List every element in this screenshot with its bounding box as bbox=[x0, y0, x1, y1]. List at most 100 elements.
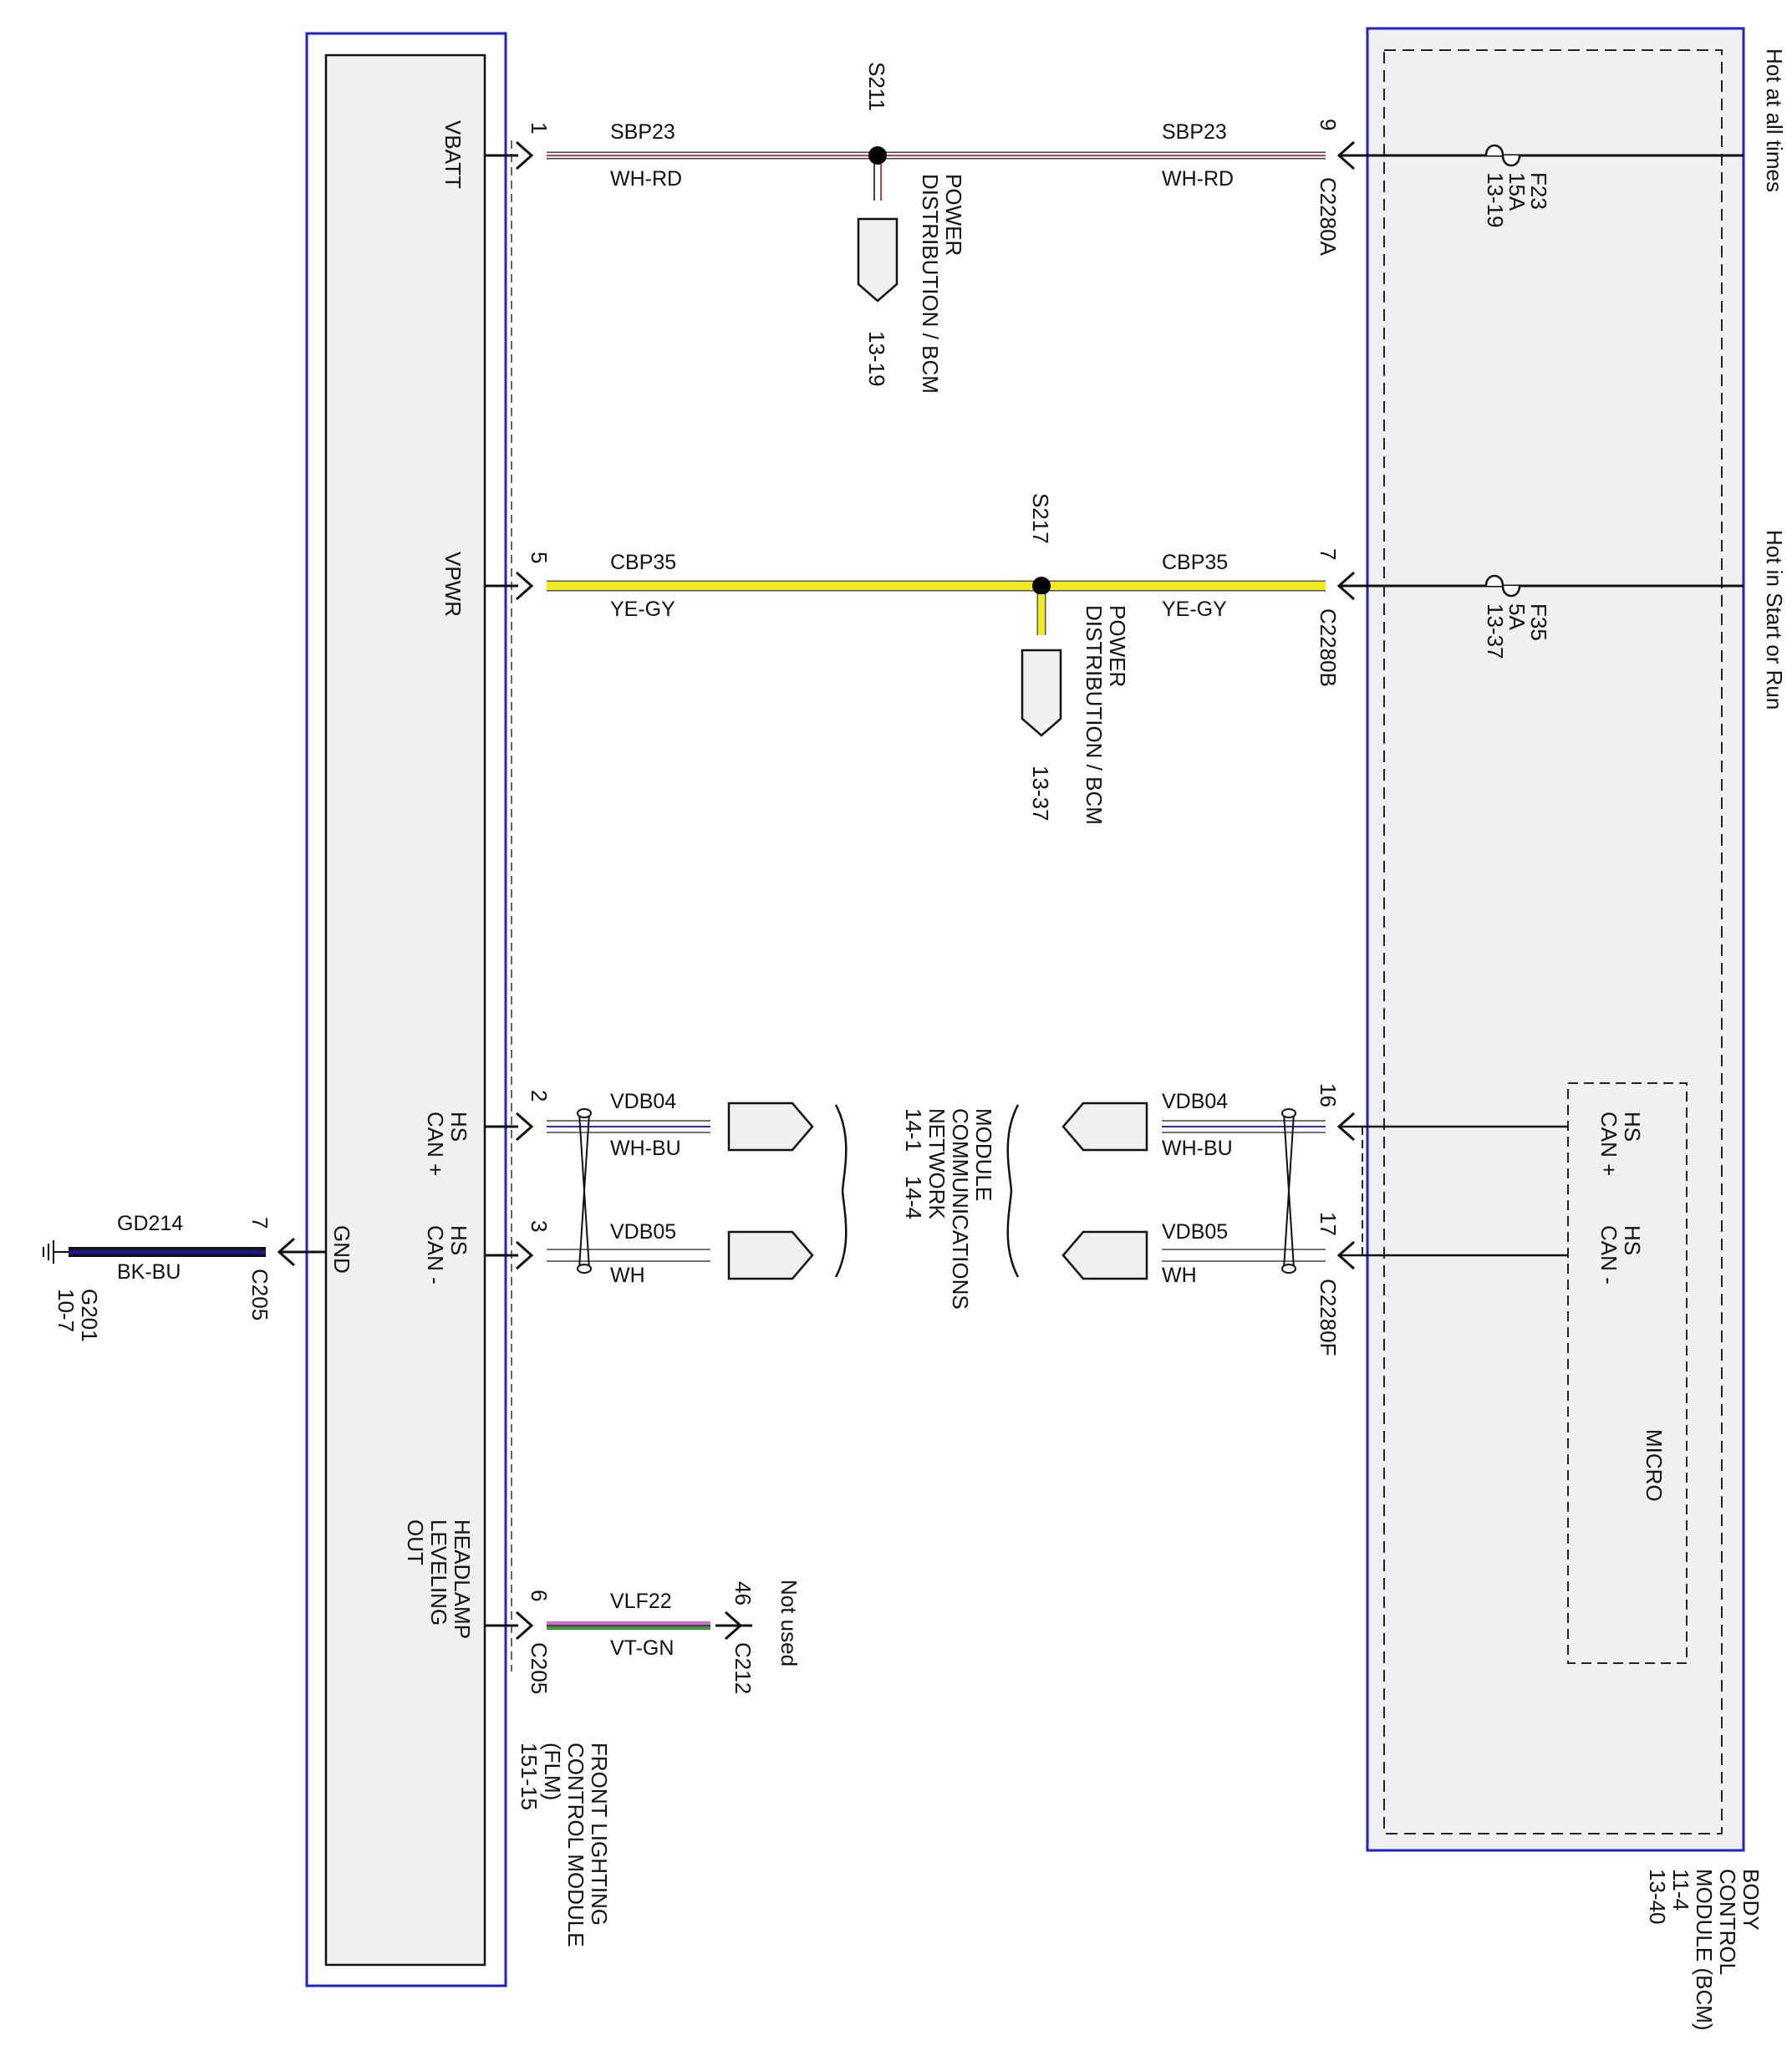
flm-pin-gnd: GND bbox=[329, 1225, 354, 1274]
network-ref-3: NETWORK bbox=[924, 1108, 949, 1220]
pin-number-9: 9 bbox=[1316, 119, 1341, 130]
fuse-f23-icon bbox=[1484, 144, 1521, 167]
network-bracket-right bbox=[1006, 1104, 1020, 1278]
network-ref-4: 14-1 14-4 bbox=[901, 1108, 926, 1219]
bcm-name-2: CONTROL bbox=[1715, 1869, 1740, 1975]
fuse-f35-id: F35 bbox=[1526, 603, 1551, 641]
bcm-can-plus-2: CAN + bbox=[1596, 1112, 1621, 1176]
pin-number-5: 5 bbox=[527, 552, 552, 563]
can-bus-wires bbox=[486, 1102, 1568, 1280]
label-gd214: GD214 bbox=[117, 1212, 183, 1235]
connector-c205-left: C205 bbox=[527, 1642, 552, 1694]
flm-body bbox=[324, 53, 486, 1967]
splice-s217-ref-3: 13-37 bbox=[1028, 766, 1053, 822]
label-vdb05-left: VDB05 bbox=[610, 1220, 676, 1244]
pin-number-16: 16 bbox=[1316, 1083, 1341, 1107]
flm-pin-headlamp-1: HEADLAMP bbox=[450, 1519, 475, 1639]
pin-number-46: 46 bbox=[731, 1581, 756, 1605]
can-plus-left-reference bbox=[727, 1102, 814, 1152]
bcm-can-minus-2: CAN - bbox=[1596, 1225, 1621, 1285]
wire-gd214 bbox=[43, 1237, 326, 1267]
label-vdb05-right: VDB05 bbox=[1162, 1220, 1228, 1244]
flm-name-4: 151-15 bbox=[517, 1743, 542, 1810]
bcm-outline bbox=[1366, 27, 1745, 1852]
pin-number-2: 2 bbox=[527, 1090, 552, 1102]
label-cbp35-left: CBP35 bbox=[610, 551, 676, 574]
label-wh-left: WH bbox=[610, 1264, 645, 1287]
label-vdb04-right: VDB04 bbox=[1162, 1090, 1228, 1113]
can-minus-right-reference bbox=[1061, 1230, 1148, 1280]
bcm-can-plus-1: HS bbox=[1620, 1112, 1645, 1142]
label-whbu-left: WH-BU bbox=[610, 1137, 681, 1160]
connector-c205-gnd: C205 bbox=[247, 1269, 272, 1321]
bcm-feed-hot-at-all-times: Hot at all times bbox=[1762, 48, 1787, 192]
ground-g201-label: G201 bbox=[77, 1289, 102, 1342]
bcm-can-minus-1: HS bbox=[1620, 1225, 1645, 1255]
s211-reference-arrow bbox=[857, 217, 899, 303]
flm-pin-can-minus-1: HS bbox=[446, 1225, 471, 1255]
label-bkbu: BK-BU bbox=[117, 1260, 181, 1284]
fuse-f23-id: F23 bbox=[1526, 172, 1551, 210]
label-vdb04-left: VDB04 bbox=[610, 1090, 676, 1113]
connector-c2280b: C2280B bbox=[1316, 608, 1341, 687]
network-ref-2: COMMUNICATIONS bbox=[948, 1108, 973, 1310]
pin-number-3: 3 bbox=[527, 1220, 552, 1232]
label-sbp23-left: SBP23 bbox=[610, 120, 675, 144]
pin-number-7: 7 bbox=[1316, 548, 1341, 560]
splice-s211-ref-1: POWER bbox=[941, 174, 966, 256]
label-whbu-right: WH-BU bbox=[1162, 1137, 1233, 1160]
label-vtgn: VT-GN bbox=[610, 1636, 674, 1660]
network-bracket-left bbox=[834, 1104, 848, 1278]
flm-name-3: (FLM) bbox=[540, 1743, 565, 1800]
label-wh-right: WH bbox=[1162, 1264, 1197, 1287]
flm-pin-vbatt: VBATT bbox=[440, 120, 466, 189]
vlf22-not-used: Not used bbox=[776, 1580, 802, 1667]
wire-sbp23 bbox=[486, 140, 1744, 303]
fuse-f23-rating: 15A bbox=[1504, 172, 1530, 211]
can-plus-right-reference bbox=[1061, 1102, 1148, 1152]
label-yegy-left: YE-GY bbox=[610, 598, 675, 621]
splice-s211-dot bbox=[868, 146, 887, 165]
connector-c212: C212 bbox=[731, 1642, 756, 1694]
splice-s211-ref-2: DISTRIBUTION / BCM bbox=[918, 174, 943, 394]
connector-c2280f: C2280F bbox=[1316, 1279, 1341, 1356]
connector-c2280a: C2280A bbox=[1316, 177, 1341, 257]
bcm-name-1: BODY bbox=[1739, 1869, 1764, 1931]
bcm-feed-hot-in-start-or-run: Hot in Start or Run bbox=[1762, 530, 1787, 710]
bcm-micro-label: MICRO bbox=[1642, 1429, 1667, 1502]
flm-pin-can-minus-2: CAN - bbox=[423, 1225, 448, 1285]
flm-module bbox=[305, 32, 512, 1987]
splice-s217-ref-2: DISTRIBUTION / BCM bbox=[1082, 605, 1107, 825]
bcm-internal-dash bbox=[1383, 49, 1723, 1834]
ground-g201-icon bbox=[43, 1240, 69, 1264]
pin-number-7-gnd: 7 bbox=[247, 1217, 272, 1229]
flm-pin-can-plus-1: HS bbox=[446, 1112, 471, 1142]
flm-name-1: FRONT LIGHTING bbox=[587, 1743, 612, 1926]
bcm-module bbox=[1362, 27, 1745, 1852]
wire-cbp35 bbox=[486, 571, 1744, 737]
pin-number-17: 17 bbox=[1316, 1212, 1341, 1236]
flm-pin-headlamp-3: OUT bbox=[403, 1519, 428, 1565]
fuse-f35-ref: 13-37 bbox=[1483, 603, 1508, 659]
ground-g201-ref: 10-7 bbox=[53, 1289, 79, 1332]
wire-vlf22 bbox=[486, 1611, 752, 1641]
pin-number-1: 1 bbox=[527, 122, 552, 134]
flm-pin-headlamp-2: LEVELING bbox=[426, 1519, 451, 1626]
fuse-f35-icon bbox=[1484, 574, 1521, 598]
fuse-f35-rating: 5A bbox=[1504, 603, 1530, 630]
network-ref-1: MODULE bbox=[971, 1108, 996, 1201]
label-whrd-right: WH-RD bbox=[1162, 167, 1234, 191]
label-yegy-right: YE-GY bbox=[1162, 598, 1227, 621]
splice-s217-dot bbox=[1032, 577, 1051, 595]
splice-s217-id: S217 bbox=[1028, 493, 1053, 544]
can-minus-left-reference bbox=[727, 1230, 814, 1280]
label-cbp35-right: CBP35 bbox=[1162, 551, 1228, 574]
pin-number-6: 6 bbox=[527, 1590, 552, 1601]
bcm-name-5: 13-40 bbox=[1645, 1869, 1670, 1925]
label-whrd-left: WH-RD bbox=[610, 167, 682, 191]
bcm-name-3: MODULE (BCM) bbox=[1692, 1869, 1717, 2031]
splice-s217-ref-1: POWER bbox=[1105, 605, 1130, 687]
flm-pin-can-plus-2: CAN + bbox=[423, 1112, 448, 1176]
label-vlf22: VLF22 bbox=[610, 1590, 672, 1613]
